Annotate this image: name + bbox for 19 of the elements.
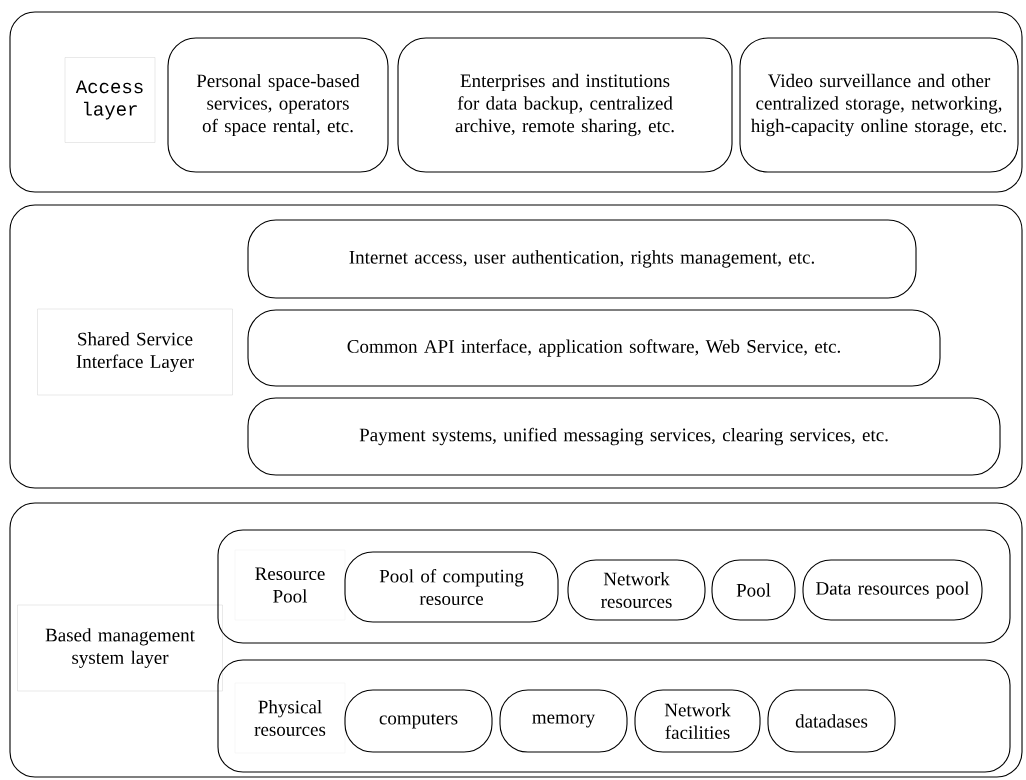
layer-label: Resource Pool	[234, 549, 346, 621]
rounded-box: datadases	[767, 689, 896, 753]
layer-label: Based management system layer	[17, 604, 223, 692]
layer-label: Access layer	[64, 57, 156, 143]
rounded-box: computers	[344, 689, 493, 753]
rounded-box: Personal space-based services, operators of space rental, etc.	[167, 37, 389, 173]
rounded-box: Video surveillance and other centralized storage, networking, high-capacity online storage, etc.	[739, 37, 1019, 173]
rounded-box: Pool	[711, 559, 796, 621]
rounded-box: Enterprises and institutions for data backup, centralized archive, remote sharing, etc.	[397, 37, 733, 173]
rounded-box: Network facilities	[634, 689, 761, 753]
rounded-box: Payment systems, unified messaging services, clearing services, etc.	[247, 397, 1001, 476]
layer-label: Physical resources	[234, 682, 346, 754]
rounded-box: Common API interface, application software, Web Service, etc.	[247, 309, 941, 387]
rounded-box: Pool of computing resource	[344, 551, 559, 623]
rounded-box: Data resources pool	[802, 559, 983, 621]
rounded-box: Internet access, user authentication, rights management, etc.	[247, 219, 917, 299]
rounded-box: memory	[499, 689, 628, 753]
layer-label: Shared Service Interface Layer	[37, 308, 233, 396]
rounded-box: Network resources	[567, 559, 706, 621]
